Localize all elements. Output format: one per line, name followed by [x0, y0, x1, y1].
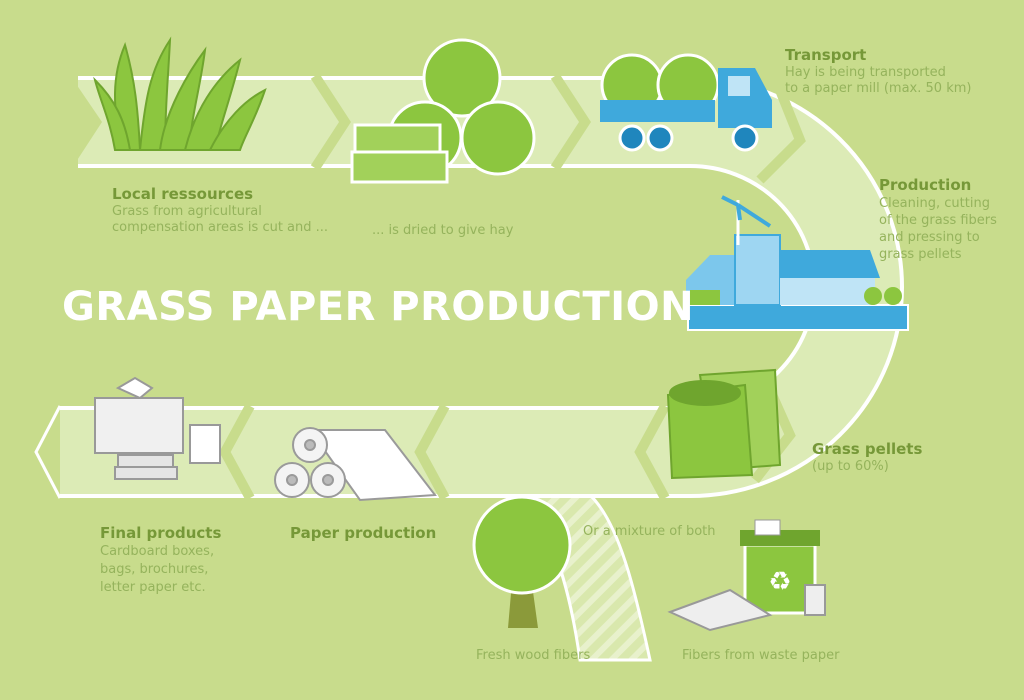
paper-rolls-icon — [274, 427, 437, 502]
step-dried: ... is dried to give hay — [372, 223, 514, 238]
boxes-icon — [94, 376, 221, 480]
step-transport: Transport Hay is being transported to a … — [785, 46, 972, 96]
grass-pellets-bag-icon — [666, 368, 782, 480]
mixture-label: Or a mixture of both — [583, 524, 716, 539]
step-local-ressources: Local ressources Grass from agricultural… — [112, 185, 329, 235]
step-production: Production Cleaning, cutting of the gras… — [879, 176, 997, 262]
step-grass-pellets: Grass pellets (up to 60%) — [812, 440, 923, 474]
factory-icon — [686, 195, 909, 331]
page-title: GRASS PAPER PRODUCTION — [62, 284, 695, 330]
truck-icon — [600, 53, 772, 152]
wood-fibers-label: Fresh wood fibers — [476, 648, 591, 663]
step-final-products: Final products Cardboard boxes, bags, br… — [100, 524, 222, 595]
tree-icon — [472, 495, 572, 628]
svg-text:♻: ♻ — [768, 567, 791, 597]
grass-icon — [93, 36, 267, 151]
waste-paper-label: Fibers from waste paper — [682, 648, 840, 663]
step-paper-production: Paper production — [290, 524, 437, 542]
recycling-bin-icon: ♻ — [667, 519, 826, 632]
hay-bales-icon — [350, 38, 536, 184]
